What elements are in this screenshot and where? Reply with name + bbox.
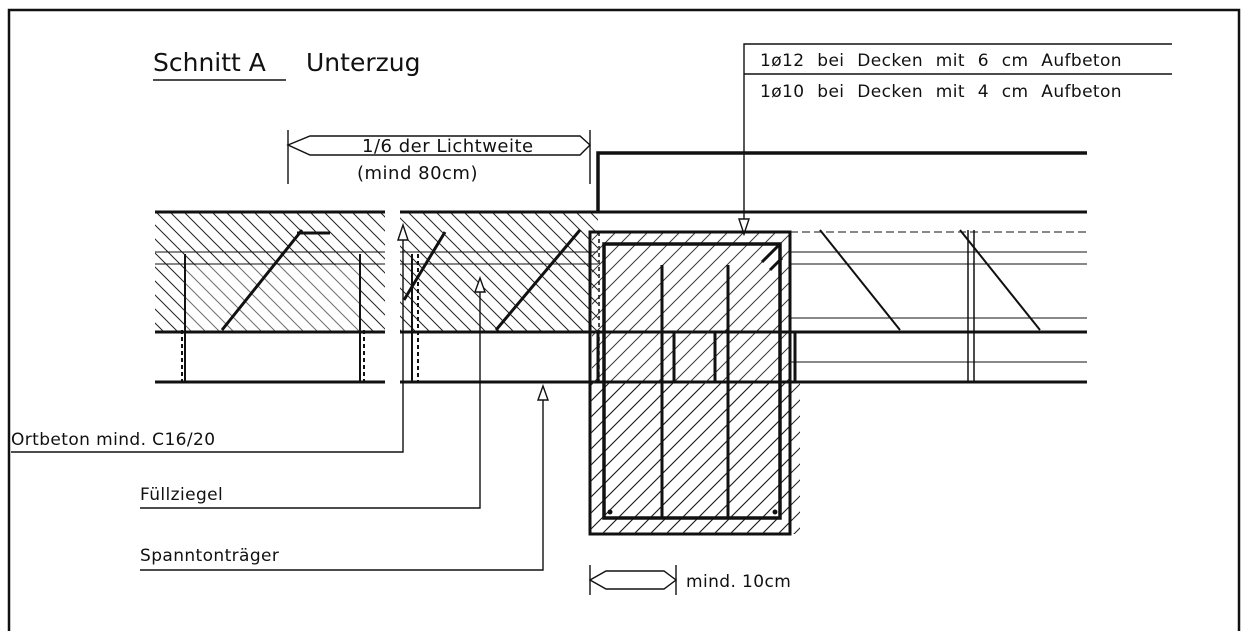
label-ortbeton: Ortbeton mind. C16/20: [11, 430, 215, 450]
label-fuellziegel: Füllziegel: [140, 485, 223, 505]
beam-section: [588, 230, 800, 536]
dimension-top-line1: 1/6 der Lichtweite: [362, 136, 534, 157]
rebar-note-1: 1ø12 bei Decken mit 6 cm Aufbeton: [760, 51, 1122, 71]
rebar-notes: 1ø12 bei Decken mit 6 cm Aufbeton 1ø10 b…: [738, 43, 1172, 237]
leader-spanntontraeger: Spanntonträger: [140, 383, 549, 571]
dimension-top: 1/6 der Lichtweite (mind 80cm): [286, 130, 592, 184]
title-subject: Unterzug: [306, 48, 420, 77]
rebar-note-2: 1ø10 bei Decken mit 4 cm Aufbeton: [760, 82, 1122, 102]
top-reinforcement-bar: [596, 151, 1087, 213]
label-spanntontraeger: Spanntonträger: [140, 546, 279, 566]
leader-fuellziegel: Füllziegel: [140, 275, 486, 509]
title-section: Schnitt A: [153, 48, 266, 77]
drawing-title: Schnitt A Unterzug: [153, 48, 420, 81]
slab-left: [155, 212, 598, 382]
dimension-bottom: mind. 10cm: [588, 565, 791, 595]
leader-ortbeton: Ortbeton mind. C16/20: [11, 222, 409, 453]
drawing-frame: [7, 8, 1241, 631]
dimension-top-line2: (mind 80cm): [357, 163, 478, 184]
dimension-bottom-label: mind. 10cm: [686, 572, 791, 592]
